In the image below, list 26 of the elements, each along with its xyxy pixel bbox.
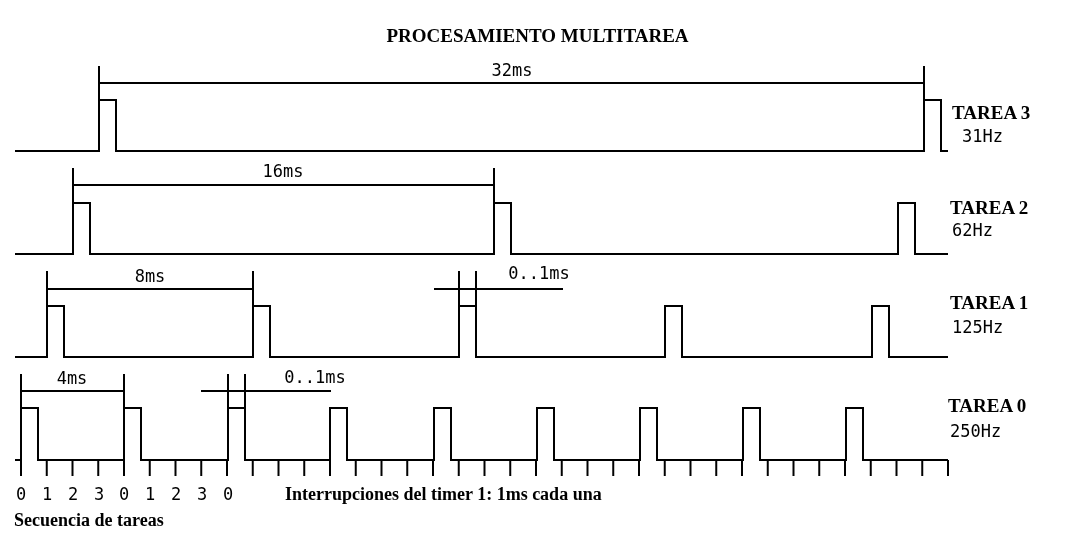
timing-label: 2	[170, 485, 182, 503]
timing-label: 31Hz	[962, 127, 1003, 145]
timing-label: 0..1ms	[284, 368, 346, 386]
diagram-title: PROCESAMIENTO MULTITAREA	[385, 26, 690, 45]
task-name: TAREA 0	[948, 395, 1027, 415]
timing-label: 3	[196, 485, 208, 503]
timing-label: 0	[15, 485, 27, 503]
task-name: TAREA 3	[952, 102, 1031, 122]
timing-label: 32ms	[491, 61, 533, 79]
timing-label: 0	[222, 485, 234, 503]
task-name: TAREA 2	[950, 197, 1029, 217]
timing-label: 62Hz	[952, 221, 993, 239]
timing-label: 125Hz	[952, 318, 1004, 336]
timing-label: 250Hz	[950, 422, 1002, 440]
timing-label: 1	[41, 485, 53, 503]
timing-label: 4ms	[56, 369, 88, 387]
timing-label: 0	[118, 485, 130, 503]
timing-label: 0..1ms	[508, 264, 570, 282]
timing-label: 3	[93, 485, 105, 503]
note-text: Interrupciones del timer 1: 1ms cada una	[285, 485, 602, 503]
task-name: TAREA 1	[950, 292, 1029, 312]
timing-label: 2	[67, 485, 79, 503]
timing-label: 1	[144, 485, 156, 503]
note-text: Secuencia de tareas	[14, 511, 164, 529]
timing-label: 8ms	[134, 267, 166, 285]
timing-label: 16ms	[262, 162, 304, 180]
